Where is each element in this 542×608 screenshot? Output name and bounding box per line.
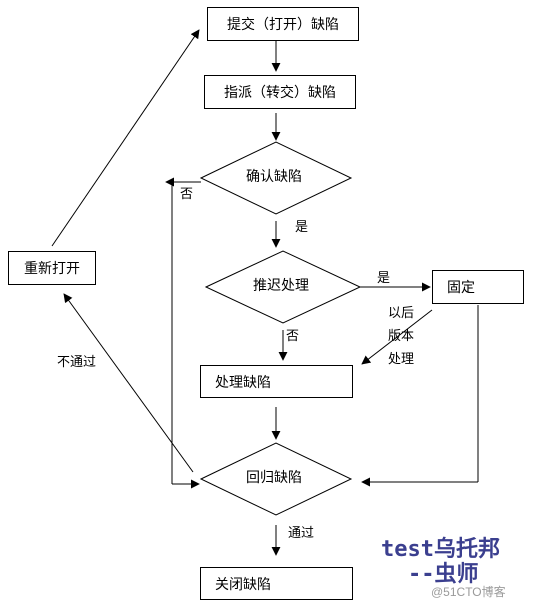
watermark-line2: --虫师 (408, 562, 479, 587)
label-fail: 不通过 (57, 355, 97, 370)
node-close: 关闭缺陷 (200, 567, 353, 600)
node-reopen: 重新打开 (8, 251, 96, 285)
label-later-2: 版本 (388, 329, 415, 344)
node-handle: 处理缺陷 (200, 365, 353, 398)
node-submit: 提交（打开）缺陷 (207, 7, 359, 41)
node-assign: 指派（转交）缺陷 (204, 75, 356, 109)
arrow-reopen-submit (51, 29, 200, 247)
label-pass: 通过 (288, 526, 315, 541)
label-confirm-no: 否 (180, 187, 194, 202)
watermark-line3: @51CTO博客 (431, 585, 506, 599)
node-defer: 推迟处理 (253, 278, 309, 294)
label-later-3: 处理 (388, 352, 415, 367)
label-confirm-yes: 是 (295, 220, 309, 235)
confirm-diamond (199, 141, 353, 215)
arrow-regress-reopen (63, 293, 194, 473)
node-fixed: 固定 (432, 270, 524, 304)
label-later-1: 以后 (388, 306, 415, 321)
node-confirm: 确认缺陷 (246, 169, 302, 185)
arrow-fixed-handle (361, 309, 433, 365)
regress-diamond (199, 442, 353, 516)
watermark-line1: test乌托邦 (381, 537, 500, 562)
label-defer-yes: 是 (377, 271, 391, 286)
label-defer-no: 否 (286, 329, 300, 344)
node-regress: 回归缺陷 (246, 470, 302, 486)
